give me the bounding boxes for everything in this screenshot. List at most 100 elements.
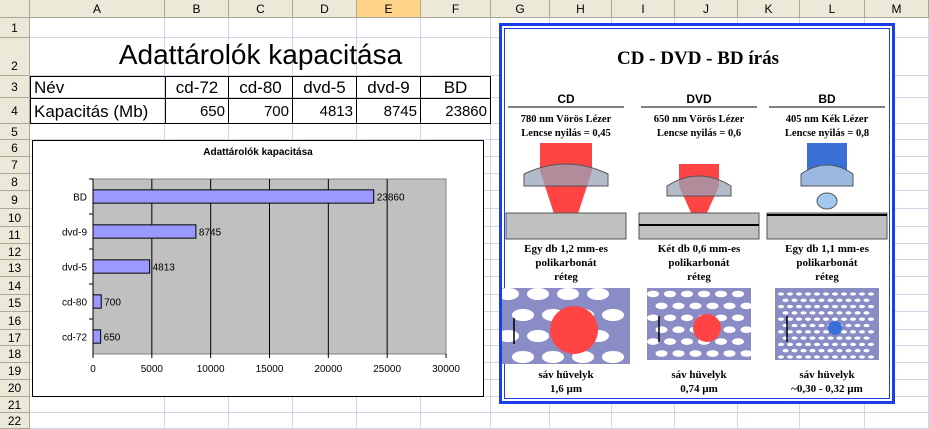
value-cell-cd72[interactable]: 650 xyxy=(165,98,229,124)
column-header-m[interactable]: M xyxy=(865,0,929,18)
column-header-g[interactable]: G xyxy=(491,0,550,18)
bar-data-label: 4813 xyxy=(153,263,176,274)
track-pit xyxy=(809,311,816,315)
row-header-1[interactable]: 1 xyxy=(0,18,30,38)
row-header-21[interactable]: 21 xyxy=(0,397,30,413)
track-pit xyxy=(740,302,753,310)
header-cell-bd[interactable]: BD xyxy=(420,76,491,99)
track-pit xyxy=(818,349,825,353)
track-pit xyxy=(796,330,802,334)
track-pit xyxy=(787,330,793,334)
track-pit xyxy=(814,355,820,359)
value-cell-cd80[interactable]: 700 xyxy=(228,98,293,124)
column-header-c[interactable]: C xyxy=(229,0,293,18)
row-header-10[interactable]: 10 xyxy=(0,209,30,227)
row-header-9[interactable]: 9 xyxy=(0,191,30,209)
value-cell-bd[interactable]: 23860 xyxy=(420,98,491,124)
row-header-19[interactable]: 19 xyxy=(0,363,30,380)
gridline-vertical xyxy=(490,18,491,429)
track-pit xyxy=(823,304,829,309)
track-pit xyxy=(800,349,807,353)
track-pit xyxy=(796,355,802,359)
layer-text: réteg xyxy=(815,271,839,283)
row-header-4[interactable]: 4 xyxy=(0,98,30,124)
header-label-cell[interactable]: Név xyxy=(30,76,166,99)
track-pit xyxy=(723,326,736,334)
row-header-15[interactable]: 15 xyxy=(0,295,30,312)
sheet-title[interactable]: Adattárolók kapacitása xyxy=(118,39,403,70)
row-header-14[interactable]: 14 xyxy=(0,277,30,295)
track-pit xyxy=(681,290,693,298)
track-pit xyxy=(845,311,852,315)
header-cell-dvd9[interactable]: dvd-9 xyxy=(356,76,421,99)
value-cell-dvd9[interactable]: 8745 xyxy=(356,98,421,124)
column-header-l[interactable]: L xyxy=(800,0,865,18)
column-header-j[interactable]: J xyxy=(675,0,738,18)
track-pit xyxy=(863,323,870,328)
header-cell-cd72[interactable]: cd-72 xyxy=(165,76,229,99)
track-pit xyxy=(868,355,874,359)
lens-spec: Lencse nyilás = 0,8 xyxy=(785,128,869,139)
track-pit xyxy=(732,314,744,322)
track-pit xyxy=(823,292,829,296)
column-header-f[interactable]: F xyxy=(421,0,491,18)
row-header-22[interactable]: 22 xyxy=(0,413,30,429)
column-header-d[interactable]: D xyxy=(293,0,357,18)
value-cell-dvd5[interactable]: 4813 xyxy=(292,98,357,124)
row-header-20[interactable]: 20 xyxy=(0,380,30,397)
row-header-3[interactable]: 3 xyxy=(0,76,30,98)
track-pit xyxy=(850,342,856,347)
column-header-b[interactable]: B xyxy=(165,0,229,18)
track-pit xyxy=(827,298,834,302)
track-pit xyxy=(791,323,798,328)
header-cell-dvd5[interactable]: dvd-5 xyxy=(292,76,357,99)
column-header-e[interactable]: E xyxy=(357,0,421,18)
track-pit xyxy=(850,317,856,321)
lens-spec: Lencse nyilás = 0,6 xyxy=(657,128,741,139)
track-pit xyxy=(706,302,719,310)
row-header-16[interactable]: 16 xyxy=(0,312,30,330)
track-pit xyxy=(832,355,838,359)
row-header-13[interactable]: 13 xyxy=(0,260,30,277)
row-header-5[interactable]: 5 xyxy=(0,124,30,140)
track-pit xyxy=(647,338,659,345)
row-header-12[interactable]: 12 xyxy=(0,244,30,260)
column-header-i[interactable]: I xyxy=(612,0,675,18)
gridline-horizontal xyxy=(30,37,929,38)
column-header-k[interactable]: K xyxy=(738,0,800,18)
row-header-17[interactable]: 17 xyxy=(0,330,30,346)
track-pit xyxy=(841,330,847,334)
row-header-7[interactable]: 7 xyxy=(0,157,30,174)
track-pit xyxy=(796,292,802,296)
track-pit xyxy=(655,350,668,357)
row-header-11[interactable]: 11 xyxy=(0,227,30,244)
track-pit xyxy=(818,311,825,315)
row-header-2[interactable]: 2 xyxy=(0,38,30,76)
value-label-cell[interactable]: Kapacitás (Mb) xyxy=(30,98,166,124)
track-pit xyxy=(672,350,685,357)
column-header-a[interactable]: A xyxy=(30,0,165,18)
track-pit xyxy=(863,336,870,340)
track-pit xyxy=(602,308,624,322)
row-header-6[interactable]: 6 xyxy=(0,140,30,157)
column-header-h[interactable]: H xyxy=(550,0,612,18)
track-pit xyxy=(868,330,874,334)
track-pit xyxy=(800,323,807,328)
track-pit xyxy=(863,349,870,353)
header-cell-cd80[interactable]: cd-80 xyxy=(228,76,293,99)
track-pit xyxy=(664,314,676,322)
track-pit xyxy=(805,355,811,359)
select-all-corner[interactable] xyxy=(0,0,30,18)
row-header-18[interactable]: 18 xyxy=(0,346,30,363)
row-header-8[interactable]: 8 xyxy=(0,174,30,191)
track-pit xyxy=(527,329,549,343)
track-pit xyxy=(809,298,816,302)
track-pit xyxy=(854,349,861,353)
picture-inner-border xyxy=(504,28,890,399)
track-pit xyxy=(854,336,861,340)
laser-spec: 405 nm Kék Lézer xyxy=(786,114,869,125)
track-pit xyxy=(823,355,829,359)
x-tick-label: 25000 xyxy=(373,364,401,375)
